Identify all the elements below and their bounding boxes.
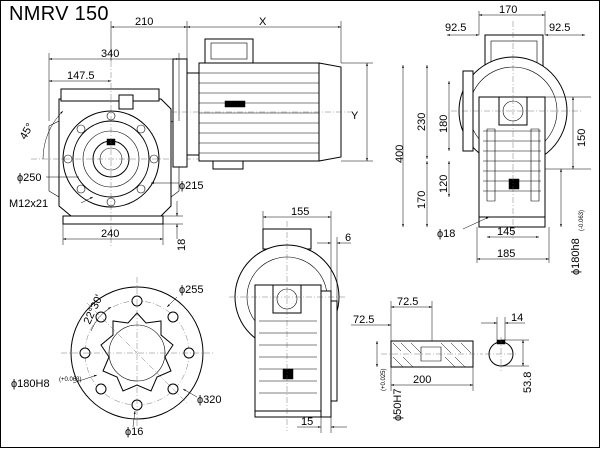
dim-92-5-right: 92.5 [549, 22, 570, 34]
dim-phi-180h8: ϕ180h8 [570, 238, 582, 275]
dim-53-8: 53.8 [522, 372, 534, 393]
dim-185: 185 [497, 248, 515, 260]
flange-face-view [61, 277, 215, 431]
dim-phi-180H8-tol: (+0.063) [59, 377, 82, 383]
dim-18-a: 18 [176, 239, 188, 251]
dim-phi-18: ϕ18 [437, 228, 455, 240]
dim-170-side: 170 [416, 191, 428, 209]
dim-147-5: 147.5 [67, 70, 95, 82]
dim-phi-16: ϕ16 [125, 426, 143, 438]
side-view-gearbox [451, 21, 581, 241]
hollow-shaft-detail [381, 337, 517, 371]
dim-230: 230 [416, 113, 428, 131]
side-view-dimensions: 170 92.5 92.5 400 230 180 120 170 [394, 4, 591, 275]
dim-phi-180h8-tol: (-0.063) [579, 210, 585, 231]
dim-155: 155 [291, 206, 309, 218]
dim-m12x21: M12x21 [9, 198, 48, 210]
dim-phi-250: ϕ250 [17, 172, 42, 184]
drawing-title: NMRV 150 [9, 3, 109, 25]
dim-340: 340 [101, 48, 119, 60]
front-view-dimensions: 210 X 340 147.5 45° Y ϕ250 [9, 16, 373, 251]
dim-phi-50H7: ϕ50H7 [392, 389, 404, 421]
front-view-gearbox [31, 61, 201, 246]
dim-210: 210 [135, 16, 153, 28]
dim-120: 120 [438, 175, 450, 193]
dim-15: 15 [301, 416, 313, 428]
dim-14: 14 [511, 312, 523, 324]
hollow-shaft-dimensions: 72.5 72.5 ϕ50H7 (+0.025) 200 14 53.8 [351, 296, 534, 421]
dim-6: 6 [345, 232, 351, 244]
dim-45-deg: 45° [18, 121, 37, 141]
dim-y: Y [351, 110, 359, 122]
dim-72-5-left: 72.5 [353, 314, 374, 326]
motor-side-view [171, 38, 351, 170]
dim-x: X [259, 16, 267, 28]
dim-phi-215: ϕ215 [179, 180, 204, 192]
dim-170-top: 170 [499, 4, 517, 16]
dim-180: 180 [438, 115, 450, 133]
dim-phi-255: ϕ255 [179, 284, 204, 296]
dim-92-5-left: 92.5 [445, 22, 466, 34]
dim-145: 145 [497, 226, 515, 238]
dim-phi-50H7-tol: (+0.025) [381, 368, 387, 391]
flanged-side-dimensions: 155 6 15 [262, 206, 351, 433]
dim-200: 200 [413, 374, 431, 386]
dim-phi-320: ϕ320 [197, 394, 222, 406]
flanged-side-view [229, 221, 347, 431]
dim-400: 400 [394, 145, 406, 163]
dim-240: 240 [101, 228, 119, 240]
dim-phi-180H8: ϕ180H8 [11, 378, 50, 390]
dim-150: 150 [576, 129, 588, 147]
dim-72-5-upper: 72.5 [397, 296, 418, 308]
